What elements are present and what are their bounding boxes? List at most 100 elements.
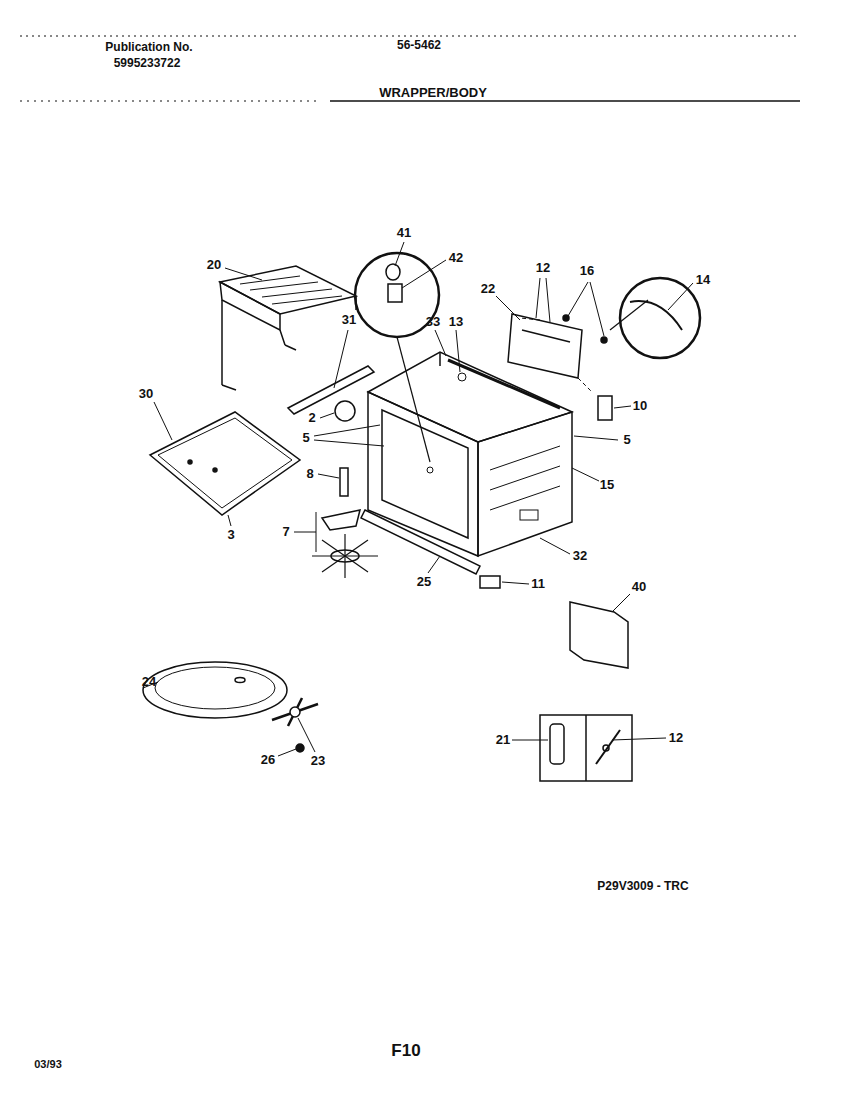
leader-lines-stroke [496, 296, 520, 320]
drawing-code: P29V3009 - TRC [597, 880, 688, 893]
callout-number: 14 [696, 273, 710, 287]
callout-number: 25 [417, 575, 431, 589]
callout-number: 26 [261, 753, 275, 767]
leader-lines-stroke [574, 436, 618, 440]
cabinet-body-stroke [368, 392, 478, 556]
small-parts-stroke-stroke [322, 556, 345, 572]
leader-lines-stroke [334, 330, 348, 388]
circle-inset-stroke [610, 300, 648, 330]
shelf-stroke [158, 418, 292, 508]
circle-inset-stroke [386, 264, 400, 280]
cabinet-body-stroke [458, 373, 466, 381]
cabinet-body-stroke [490, 486, 560, 510]
leader-lines-stroke [668, 283, 693, 310]
control-bracket-stroke [522, 330, 570, 342]
inset-box-stroke [596, 730, 620, 764]
leader-lines-stroke [512, 740, 548, 741]
page-rules [20, 36, 800, 101]
page-rules-stroke [20, 36, 800, 37]
callout-number: 7 [282, 525, 289, 539]
leader-lines-stroke [590, 282, 604, 336]
top-wrapper-stroke [280, 330, 285, 345]
turntable-stroke [143, 662, 287, 718]
top-wrapper-stroke [220, 282, 280, 330]
leader-lines-stroke [294, 532, 316, 533]
leader-lines-stroke [568, 282, 588, 316]
date-code: 03/93 [34, 1058, 62, 1070]
leader-lines-stroke [614, 406, 631, 408]
cabinet-body-stroke [439, 352, 441, 366]
top-wrapper-stroke [222, 385, 236, 390]
page-rules-stroke [20, 101, 320, 102]
callout-number: 12 [669, 731, 683, 745]
rails-stroke [361, 510, 480, 574]
small-parts-stroke [340, 468, 348, 496]
leader-lines-stroke [154, 402, 172, 440]
turntable-stroke [290, 707, 300, 717]
circle-inset-stroke [620, 278, 700, 358]
rear-plate-stroke [570, 602, 628, 668]
leader-lines-stroke [502, 582, 529, 584]
callout-number: 16 [580, 264, 594, 278]
cabinet-body-stroke [490, 466, 560, 490]
small-parts-stroke-stroke [345, 555, 378, 556]
leader-lines-stroke [546, 278, 550, 322]
small-parts-stroke [598, 396, 612, 420]
inset-box [540, 715, 632, 781]
callout-number: 31 [342, 313, 356, 327]
small-parts-stroke-stroke [344, 534, 345, 556]
leader-lines-stroke [228, 515, 231, 526]
callout-number: 20 [207, 258, 221, 272]
small-parts-stroke [331, 550, 359, 562]
callout-number: 21 [496, 733, 510, 747]
callout-number: 32 [573, 549, 587, 563]
control-bracket-stroke [520, 318, 540, 320]
small-parts-stroke [335, 401, 355, 421]
cabinet-body-stroke [520, 510, 538, 520]
leader-lines-stroke [316, 512, 317, 552]
publication-number: 5995233722 [114, 57, 181, 70]
callout-number: 33 [426, 315, 440, 329]
leader-lines-stroke [298, 718, 315, 752]
small-parts-stroke-stroke [322, 540, 345, 556]
leader-lines-stroke [314, 440, 384, 446]
callout-number: 30 [139, 387, 153, 401]
circle-inset [355, 253, 700, 462]
callout-number: 10 [633, 399, 647, 413]
top-wrapper-stroke [285, 345, 296, 350]
leader-lines-stroke [572, 468, 599, 481]
small-parts-stroke-stroke [344, 556, 345, 578]
leader-lines-stroke [314, 425, 380, 436]
inset-box-stroke [550, 724, 564, 764]
callout-number: 3 [227, 528, 234, 542]
control-bracket-stroke [508, 314, 582, 378]
leader-lines-stroke [402, 260, 446, 288]
leader-lines-stroke [395, 242, 404, 266]
turntable [143, 662, 318, 752]
small-parts-stroke-stroke [345, 540, 368, 556]
callout-number: 11 [531, 577, 545, 591]
rails-stroke [288, 366, 374, 414]
small-parts-stroke-stroke [312, 555, 345, 556]
page-number: F10 [391, 1042, 420, 1061]
circle-inset-stroke [397, 337, 430, 462]
callout-number: 41 [397, 226, 411, 240]
cabinet-body-stroke [478, 412, 572, 556]
shelf [150, 412, 300, 515]
top-wrapper-stroke [220, 266, 356, 314]
leader-lines-stroke [536, 278, 540, 318]
callout-number: 40 [632, 580, 646, 594]
model-number: 56-5462 [397, 39, 441, 52]
callout-number: 13 [449, 315, 463, 329]
diagram-title: WRAPPER/BODY [379, 86, 487, 100]
small-parts [312, 396, 612, 588]
small-parts-stroke [480, 576, 500, 588]
circle-inset-stroke [388, 284, 402, 302]
callout-number: 12 [536, 261, 550, 275]
small-parts-stroke [322, 510, 360, 530]
publication-label: Publication No. [105, 41, 192, 54]
shelf-stroke [213, 468, 217, 472]
callout-number: 5 [302, 431, 309, 445]
inset-box-stroke [603, 745, 609, 751]
